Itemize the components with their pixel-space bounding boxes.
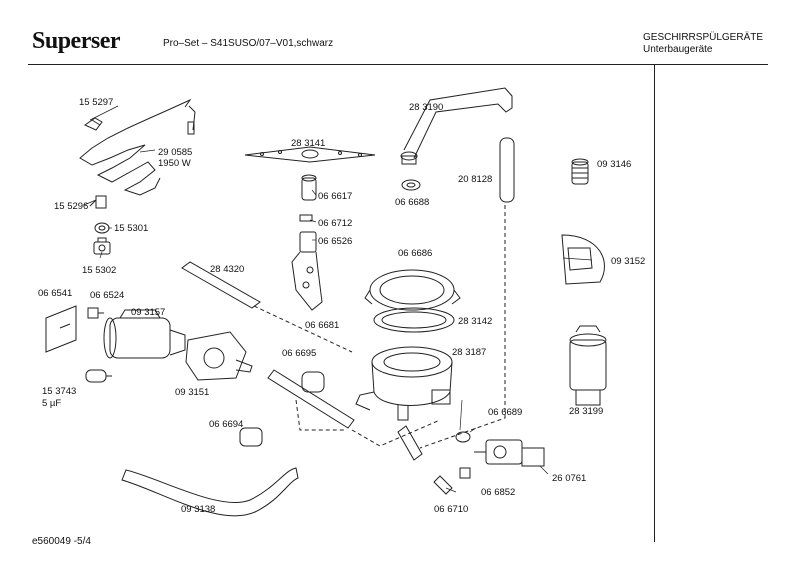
part-label-283141: 28 3141 <box>291 138 325 149</box>
assembly-guide-lines <box>253 205 506 449</box>
clip-drawing-155296 <box>89 195 107 209</box>
spray-arm-support-drawing-066526 <box>291 231 323 311</box>
part-label-155301: 15 5301 <box>114 223 148 234</box>
document-id: e560049 -5/4 <box>32 536 91 547</box>
elbow-drawing-066710 <box>433 475 453 495</box>
part-label-066681: 06 6681 <box>305 320 339 331</box>
pump-drawing-093151 <box>185 331 253 381</box>
part-label-093146: 09 3146 <box>597 159 631 170</box>
part-label-066712: 06 6712 <box>318 218 352 229</box>
category-subtitle: Unterbaugeräte <box>643 44 713 55</box>
part-label-066524: 06 6524 <box>90 290 124 301</box>
label-leader-lines <box>83 105 593 493</box>
part-label-093138: 09 3138 <box>181 504 215 515</box>
part-label-093152: 09 3152 <box>611 256 645 267</box>
part-label-066852: 06 6852 <box>481 487 515 498</box>
part-label-260761: 26 0761 <box>552 473 586 484</box>
hose-drawing-066695 <box>301 371 325 393</box>
part-label-066688: 06 6688 <box>395 197 429 208</box>
filter-drawing-093146 <box>571 158 589 185</box>
seal-drawing-066712 <box>299 214 313 222</box>
part-label-155302: 15 5302 <box>82 265 116 276</box>
ring-drawing-066686 <box>364 269 461 311</box>
spray-arm-hub-drawing-066617 <box>301 174 317 201</box>
part-label-155297: 15 5297 <box>79 97 113 108</box>
model-designation: Pro–Set – S41SUSO/07–V01,schwarz <box>163 38 334 49</box>
part-label-284320: 28 4320 <box>210 264 244 275</box>
part-label-066526: 06 6526 <box>318 236 352 247</box>
part-label-290585: 29 0585 <box>158 147 192 158</box>
upper-spray-tube-drawing <box>400 87 513 165</box>
header-divider <box>28 64 768 65</box>
cover-drawing-093152 <box>561 234 605 285</box>
part-label-093157: 09 3157 <box>131 307 165 318</box>
ring-drawing-283142 <box>373 307 455 333</box>
part-label-283142: 28 3142 <box>458 316 492 327</box>
part-label-283199: 28 3199 <box>569 406 603 417</box>
part-label-5uf: 5 µF <box>42 398 61 409</box>
nut-drawing-066688 <box>401 179 421 191</box>
part-label-066710: 06 6710 <box>434 504 468 515</box>
bracket-drawing-066541 <box>45 305 77 353</box>
pipe-drawing-208128 <box>499 137 515 203</box>
motor-drawing-093157 <box>103 309 186 359</box>
thermostat-drawing-155302 <box>93 237 111 255</box>
rod-drawing-284320 <box>181 261 261 309</box>
part-label-153743: 15 3743 <box>42 386 76 397</box>
part-label-066617: 06 6617 <box>318 191 352 202</box>
part-label-155296: 15 5296 <box>54 201 88 212</box>
pump-housing-drawing <box>355 346 453 421</box>
hose-drawing-066694 <box>239 369 355 447</box>
part-label-283187: 28 3187 <box>452 347 486 358</box>
lower-spray-arm-drawing <box>244 146 376 163</box>
grommet-drawing-155301 <box>94 222 110 234</box>
part-label-208128: 20 8128 <box>458 174 492 185</box>
seal-drawing-066689 <box>455 431 471 443</box>
part-label-066686: 06 6686 <box>398 248 432 259</box>
category-title: GESCHIRRSPÜLGERÄTE <box>643 32 764 43</box>
hose-drawing-pump-outlet <box>397 425 423 461</box>
inlet-valve-drawing-260761 <box>474 439 545 467</box>
brand-logo: Superser <box>32 28 121 54</box>
heating-element-drawing <box>79 98 196 196</box>
clip-drawing-066852 <box>459 467 471 479</box>
drain-hose-drawing-093138 <box>121 467 299 517</box>
part-label-066695: 06 6695 <box>282 348 316 359</box>
part-label-1950w: 1950 W <box>158 158 191 169</box>
part-label-066694: 06 6694 <box>209 419 243 430</box>
part-label-283190: 28 3190 <box>409 102 443 113</box>
right-column-divider <box>654 64 655 542</box>
part-label-066541: 06 6541 <box>38 288 72 299</box>
clip-drawing-155297 <box>83 117 103 131</box>
screw-drawing-066524 <box>87 307 104 319</box>
part-label-093151: 09 3151 <box>175 387 209 398</box>
part-label-066689: 06 6689 <box>488 407 522 418</box>
capacitor-drawing-153743 <box>85 369 112 383</box>
aquastop-drawing-283199 <box>569 325 607 406</box>
